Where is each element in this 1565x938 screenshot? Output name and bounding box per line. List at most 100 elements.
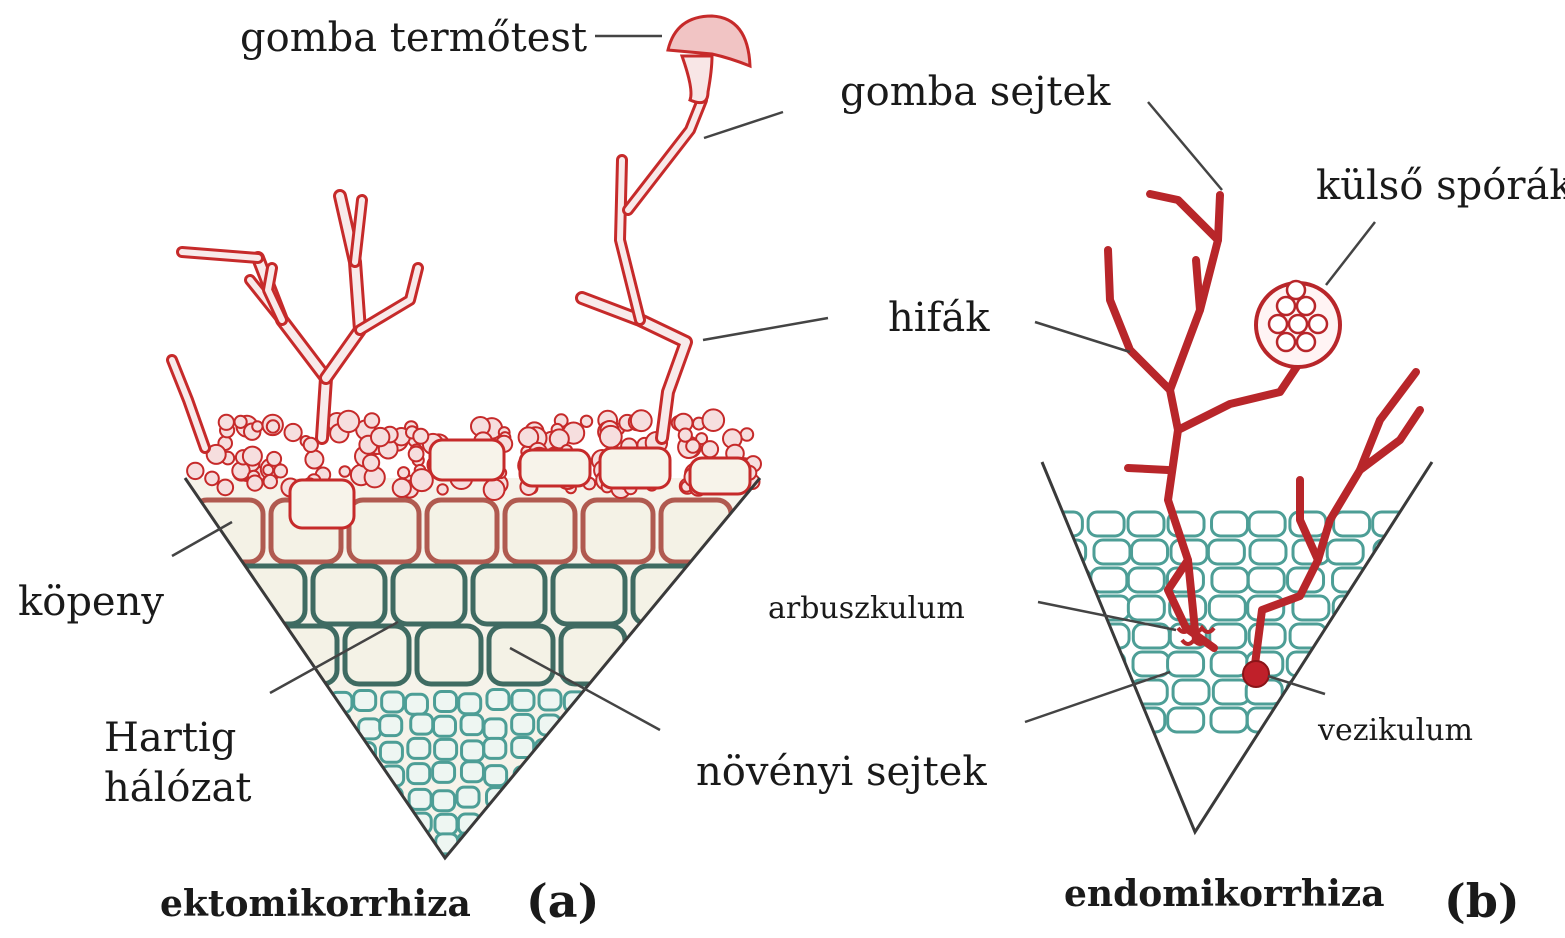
spore-cell: [1269, 315, 1287, 333]
stele-cell: [538, 814, 560, 834]
label-gomba-sejtek: gomba sejtek: [840, 72, 1110, 112]
root-cell: [1249, 512, 1285, 536]
stele-cell: [538, 790, 560, 810]
stele-cell: [538, 835, 560, 855]
root-cell: [1212, 512, 1248, 536]
mantle-cell: [409, 447, 424, 462]
root-cell: [1132, 540, 1168, 564]
stele-cell: [484, 719, 506, 739]
fruiting-body: [668, 16, 750, 103]
mantle-cell: [285, 424, 302, 441]
root-cell: [1248, 568, 1284, 592]
mantle-cell: [187, 463, 203, 479]
root-cell: [1208, 540, 1244, 564]
stele-cell: [512, 690, 534, 710]
panel-b-letter: (b): [1444, 878, 1520, 924]
stele-cell: [433, 762, 455, 782]
cortex-cell: [505, 500, 575, 562]
stele-cell: [433, 791, 455, 811]
label-halozat: hálózat: [104, 768, 251, 808]
panel-a-letter: (a): [526, 878, 599, 924]
label-kulso-sporak: külső spórák: [1316, 166, 1565, 206]
root-cell: [1327, 540, 1363, 564]
stele-cell: [409, 789, 431, 809]
root-cell: [1048, 652, 1084, 676]
panel-b-title: endomikorrhiza: [1064, 876, 1385, 912]
stele-cell: [539, 690, 561, 710]
root-cell: [1407, 680, 1443, 704]
root-cell: [1287, 652, 1323, 676]
root-cell: [1368, 652, 1404, 676]
stele-cell: [355, 836, 377, 856]
mantle-cell: [703, 409, 725, 431]
cortex-cell: [561, 626, 625, 684]
mantle-cell: [631, 410, 652, 431]
stele-cell: [358, 811, 380, 831]
mantle-cell: [243, 447, 262, 466]
root-cell: [1212, 568, 1248, 592]
mantle-cell: [338, 411, 359, 432]
stele-cell: [405, 694, 427, 714]
root-cell: [1128, 512, 1164, 536]
mantle-large-cell: [520, 450, 590, 486]
mantle-cell: [363, 455, 379, 471]
mantle-cell: [484, 479, 505, 500]
mantle-cell: [398, 467, 409, 478]
mantle-cell: [205, 472, 219, 486]
stele-cell: [333, 763, 355, 783]
stele-cell: [330, 785, 352, 805]
stele-cell: [487, 689, 509, 709]
root-cell: [1046, 680, 1082, 704]
root-cell: [1128, 596, 1164, 620]
label-novenyi-sejtek: növényi sejtek: [696, 752, 987, 792]
label-hartig: Hartig: [104, 718, 236, 758]
mantle-cell: [679, 429, 692, 442]
mantle-cell: [264, 475, 277, 488]
label-vezikulum: vezikulum: [1318, 716, 1473, 746]
root-cell: [1366, 568, 1402, 592]
external-spore: [1256, 281, 1340, 367]
stele-cell: [562, 718, 584, 738]
root-cell: [1128, 568, 1164, 592]
mantle-cell: [218, 480, 234, 496]
cortex-cell: [233, 566, 305, 624]
root-cell: [1173, 680, 1209, 704]
root-cell: [1087, 708, 1123, 732]
root-cell: [1334, 512, 1370, 536]
mantle-cell: [219, 415, 234, 430]
mantle-large-cell: [430, 440, 504, 480]
root-cell: [1413, 596, 1449, 620]
mantle-cell: [600, 426, 622, 448]
stele-cell: [509, 809, 531, 829]
spore-cell: [1297, 297, 1315, 315]
spore-cell: [1297, 333, 1315, 351]
root-cell: [1168, 708, 1204, 732]
stele-cell: [435, 691, 457, 711]
stele-cell: [355, 787, 377, 807]
mantle-large-cell: [290, 480, 354, 528]
cortex-cell: [313, 566, 385, 624]
stele-cell: [435, 739, 457, 759]
root-cell: [1371, 596, 1407, 620]
stele-cell: [484, 738, 506, 758]
root-cell: [1211, 708, 1247, 732]
stele-cell: [356, 764, 378, 784]
stele-cell: [484, 809, 506, 829]
root-cell: [1407, 624, 1443, 648]
cortex-cell: [427, 500, 497, 562]
stele-cell: [408, 738, 430, 758]
root-cell: [1366, 680, 1402, 704]
cortex-cell: [705, 626, 769, 684]
spore-cell: [1309, 315, 1327, 333]
mantle-cell: [247, 476, 262, 491]
root-cell: [1054, 568, 1090, 592]
stele-cell: [512, 714, 534, 734]
stele-cell: [411, 714, 433, 734]
stele-cell: [565, 765, 587, 785]
stele-cell: [459, 694, 481, 714]
stele-cell: [461, 715, 483, 735]
root-cell: [1168, 652, 1204, 676]
root-cell: [1209, 596, 1245, 620]
root-cell: [1213, 680, 1249, 704]
mantle-cell: [340, 466, 351, 477]
